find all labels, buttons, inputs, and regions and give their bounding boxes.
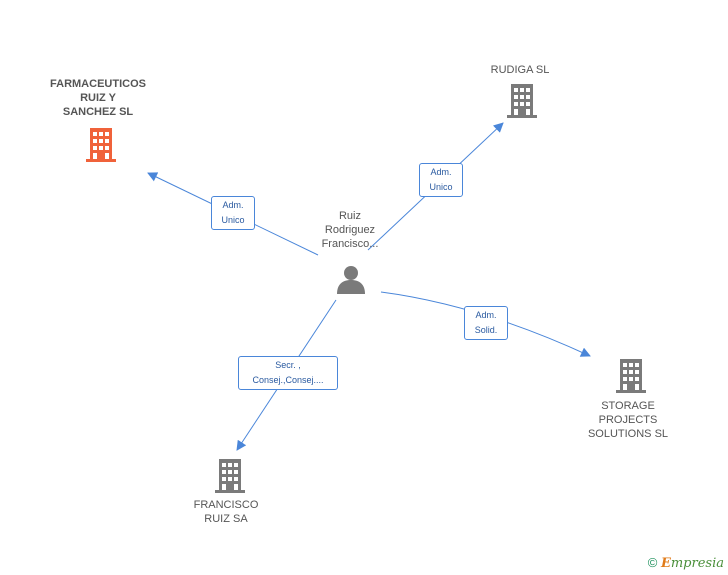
brand-footer[interactable]: © Empresia — [648, 555, 724, 571]
relation-label-line: Consej.,Consej.... — [252, 375, 324, 385]
relation-label-line: Solid. — [474, 325, 498, 335]
relation-label-rudiga[interactable]: Adm. Unico — [419, 163, 463, 197]
company-label-rudiga[interactable]: RUDIGA SL — [470, 63, 570, 77]
relation-label-line: Unico — [221, 215, 245, 225]
company-label-line: RUIZ Y — [80, 92, 116, 104]
building-icon[interactable] — [506, 84, 538, 118]
person-icon[interactable] — [336, 264, 366, 294]
company-label-francisco[interactable]: FRANCISCO RUIZ SA — [176, 498, 276, 526]
relation-label-line: Unico — [429, 182, 453, 192]
person-name[interactable]: Ruiz Rodriguez Francisco... — [298, 209, 402, 251]
building-icon[interactable] — [85, 128, 117, 162]
company-label-storage[interactable]: STORAGE PROJECTS SOLUTIONS SL — [573, 399, 683, 441]
building-icon[interactable] — [615, 359, 647, 393]
company-label-line: SOLUTIONS SL — [587, 428, 669, 440]
relation-label-line: Adm. — [430, 167, 452, 177]
person-name-line: Ruiz — [338, 210, 361, 222]
company-label-line: RUIZ SA — [204, 513, 248, 525]
person-name-line: Rodriguez — [324, 224, 376, 236]
company-label-line: PROJECTS — [598, 414, 658, 426]
building-icon[interactable] — [214, 459, 246, 493]
company-label-line: SANCHEZ SL — [62, 106, 134, 118]
relation-label-francisco[interactable]: Secr. , Consej.,Consej.... — [238, 356, 338, 390]
company-label-line: STORAGE — [601, 400, 655, 412]
relation-label-farmaceuticos[interactable]: Adm. Unico — [211, 196, 255, 230]
copyright-icon: © — [647, 555, 658, 570]
relation-label-line: Secr. , — [275, 360, 301, 370]
company-label-line: FRANCISCO — [193, 499, 259, 511]
relation-label-line: Adm. — [475, 310, 497, 320]
relation-label-storage[interactable]: Adm. Solid. — [464, 306, 508, 340]
person-name-line: Francisco... — [321, 238, 379, 250]
company-label-farmaceuticos[interactable]: FARMACEUTICOS RUIZ Y SANCHEZ SL — [38, 77, 158, 119]
relation-label-line: Adm. — [222, 200, 244, 210]
company-label-line: RUDIGA SL — [490, 64, 550, 76]
company-label-line: FARMACEUTICOS — [50, 78, 146, 90]
brand-logo: Empresia — [660, 556, 724, 571]
